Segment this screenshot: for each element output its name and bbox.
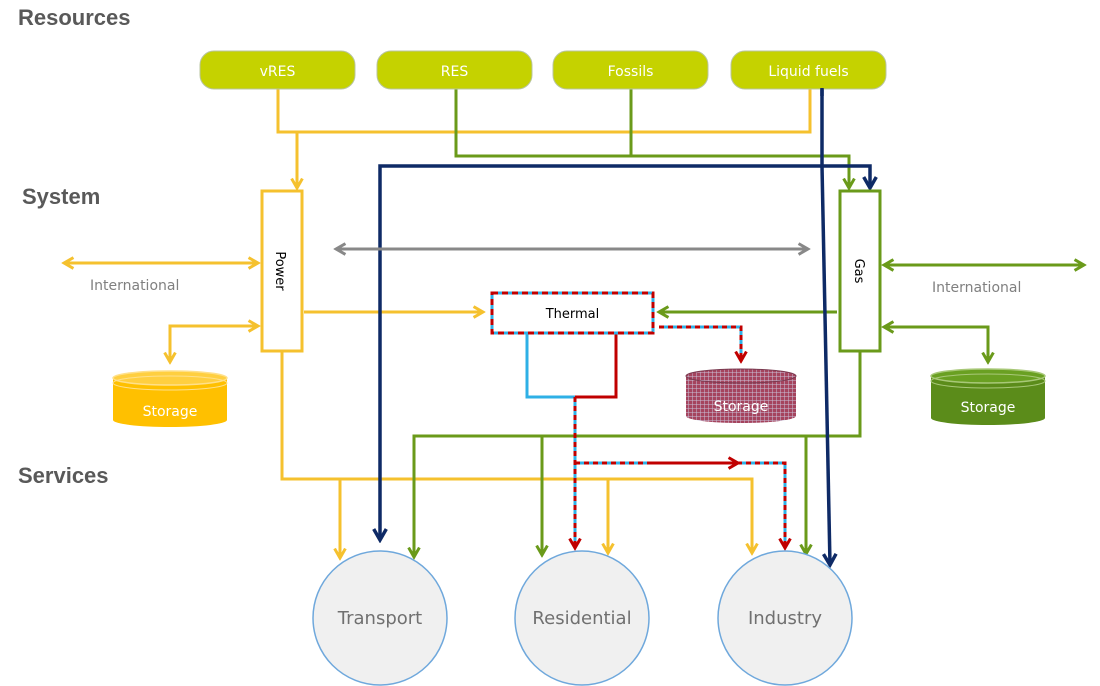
section-title-services: Services [18, 463, 109, 488]
thermal-storage: Storage [685, 368, 797, 423]
gas-to-services-flow [414, 352, 862, 557]
service-label: Residential [532, 608, 631, 629]
service-label: Industry [748, 608, 822, 629]
gas-storage: Storage [930, 368, 1046, 425]
international-label-right: International [932, 280, 1021, 296]
resource-res: RES [376, 50, 533, 90]
resource-label: Liquid fuels [768, 64, 848, 80]
thermal-distribution-flow [575, 397, 785, 548]
gas-node: Gas [838, 189, 882, 353]
resource-label: RES [441, 64, 469, 80]
power-to-services-flow [280, 352, 752, 553]
storage-label: Storage [961, 400, 1016, 416]
res-fossils-to-gas-flow [454, 88, 849, 188]
resource-label: Fossils [608, 64, 654, 80]
thermal-label: Thermal [545, 307, 600, 322]
power-storage: Storage [112, 370, 228, 427]
thermal-storage-flow [659, 325, 741, 361]
storage-label: Storage [714, 399, 769, 415]
liquid-to-industry-flow [820, 165, 830, 565]
thermal-node: Thermal [490, 291, 655, 335]
section-title-resources: Resources [18, 5, 131, 30]
cold-flow [525, 334, 575, 399]
service-transport: Transport [312, 550, 448, 686]
power-storage-flow [170, 326, 258, 362]
resource-liquid-fuels: Liquid fuels [730, 50, 887, 90]
power-node: Power [260, 189, 304, 353]
service-label: Transport [337, 608, 422, 629]
heat-flow [575, 334, 618, 399]
vres-collector-flow [276, 88, 812, 134]
international-label-left: International [90, 278, 179, 294]
gas-storage-flow [884, 327, 988, 362]
service-residential: Residential [514, 550, 650, 686]
section-title-system: System [22, 184, 100, 209]
resource-vres: vRES [199, 50, 356, 90]
storage-label: Storage [143, 404, 198, 420]
power-label: Power [272, 251, 287, 291]
resource-label: vRES [260, 64, 296, 80]
service-industry: Industry [717, 550, 853, 686]
liquid-to-transport-flow [380, 164, 822, 540]
resource-fossils: Fossils [552, 50, 709, 90]
liquid-to-gas-flow [820, 88, 870, 188]
gas-label: Gas [851, 259, 866, 284]
